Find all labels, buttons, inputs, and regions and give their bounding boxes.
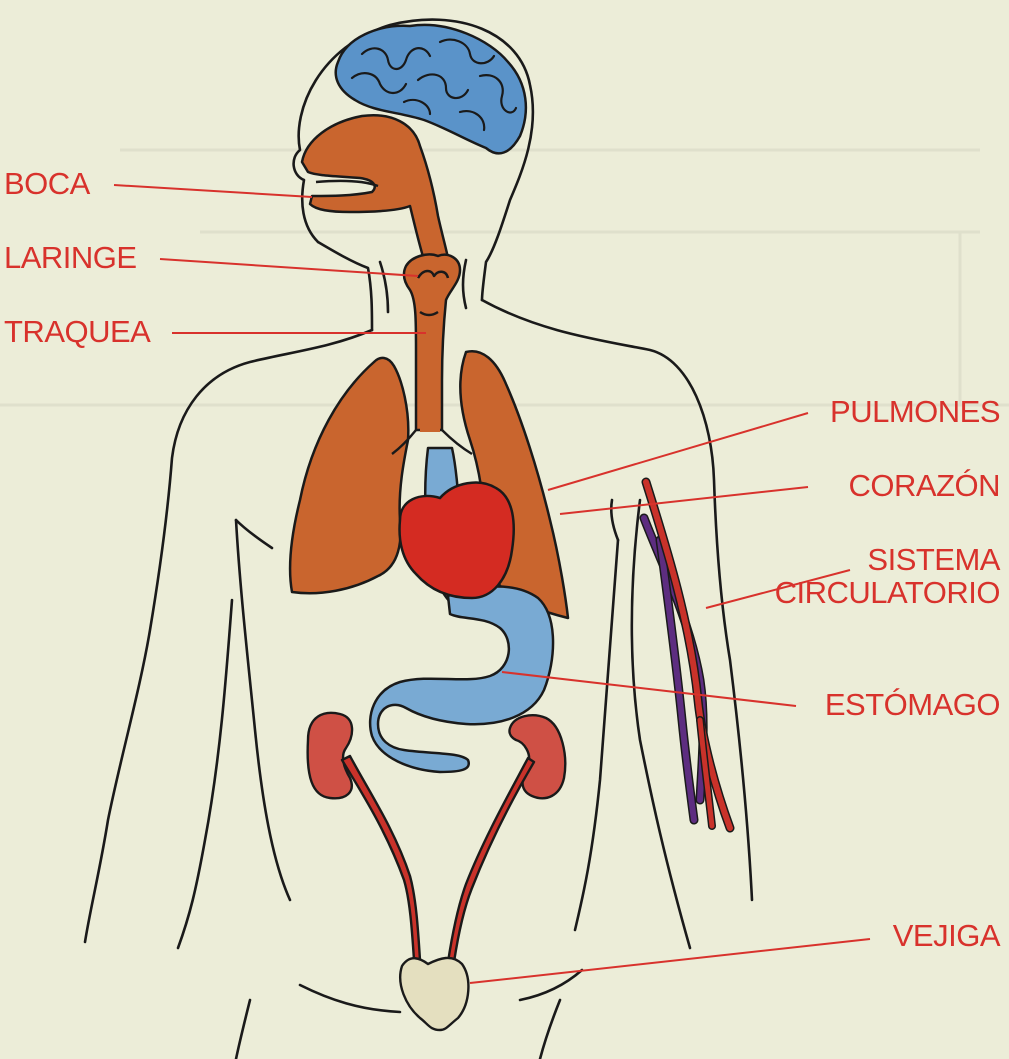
neck-muscle-right [463, 260, 466, 308]
hip-crease-left [300, 985, 400, 1012]
label-pulmones: PULMONES [830, 395, 1000, 428]
label-vejiga: VEJIGA [893, 919, 1000, 952]
left-ureter [342, 756, 420, 960]
tongue-gap [316, 181, 378, 186]
label-traquea: TRAQUEA [4, 315, 150, 348]
label-sistema: SISTEMA [775, 543, 1000, 576]
nasal-mouth-cavity [302, 115, 448, 260]
left-lung [290, 358, 408, 593]
left-torso-side [236, 520, 290, 900]
label-estomago: ESTÓMAGO [825, 688, 1000, 721]
bladder [400, 958, 468, 1030]
left-armpit [236, 520, 272, 548]
leader-pulmones [548, 413, 808, 490]
heart [400, 483, 514, 598]
left-inner-arm [178, 600, 232, 948]
label-corazon: CORAZÓN [849, 469, 1001, 502]
label-laringe: LARINGE [4, 241, 137, 274]
label-boca: BOCA [4, 167, 90, 200]
leader-vejiga [470, 939, 870, 983]
right-armpit [611, 500, 618, 540]
leg-line-right [540, 1000, 560, 1059]
leg-line-left [236, 1000, 250, 1059]
leader-corazon [560, 487, 808, 514]
jaw-outline [318, 242, 372, 330]
left-kidney [308, 713, 352, 798]
label-sistema-circulatorio: SISTEMA CIRCULATORIO [775, 543, 1000, 610]
leader-estomago [502, 672, 796, 706]
leader-boca [114, 185, 312, 197]
neck-muscle-left [380, 262, 388, 312]
right-ureter [448, 758, 534, 962]
label-circulatorio: CIRCULATORIO [775, 576, 1000, 609]
right-torso-side [575, 540, 618, 930]
